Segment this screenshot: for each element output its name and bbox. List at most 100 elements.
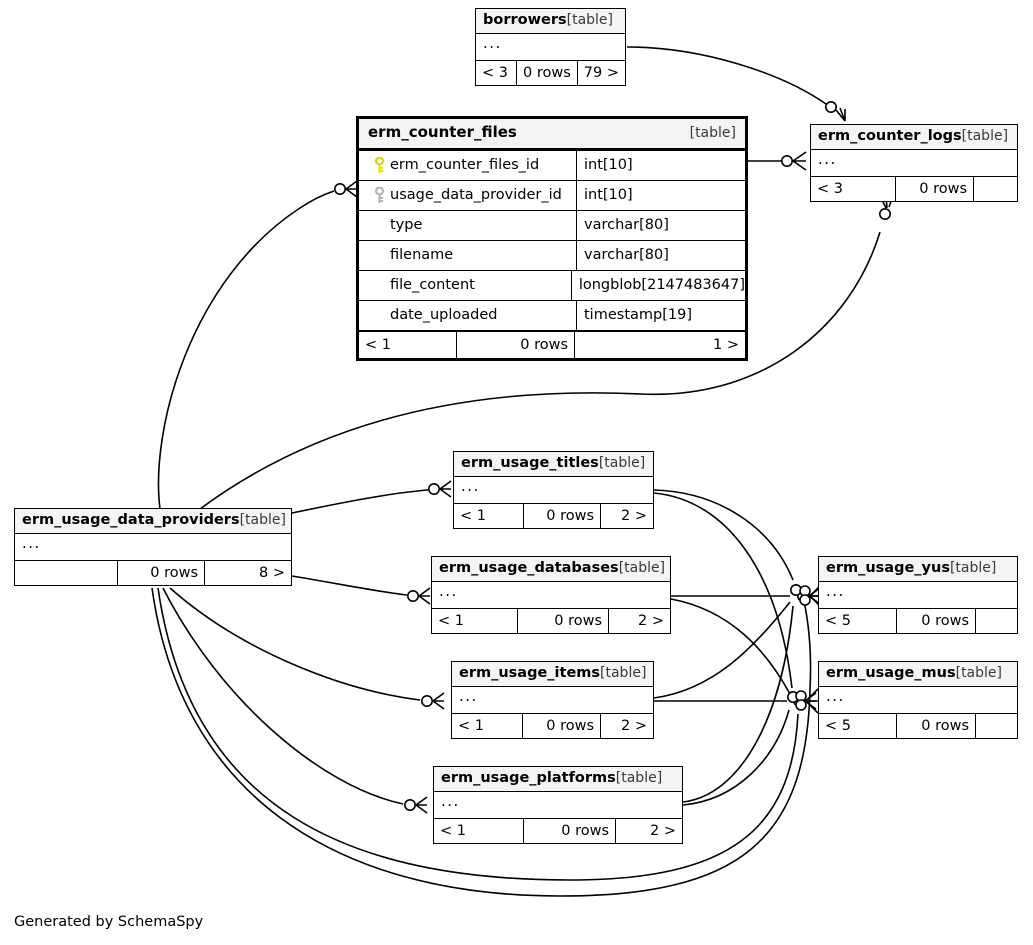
footer-parent-count: < 1 (359, 331, 457, 358)
table-tag: [table] (239, 512, 286, 528)
table-columns-ellipsis: ... (818, 150, 837, 169)
table-title-erm-usage-mus: erm_usage_mus[table] (819, 662, 1017, 688)
table-node-erm-usage-databases[interactable]: erm_usage_databases[table] ... < 1 0 row… (431, 556, 671, 635)
table-title-erm-counter-logs: erm_counter_logs[table] (811, 125, 1017, 151)
edge-providers-to-erm-usage-titles (291, 480, 452, 514)
table-footer-erm-usage-titles: < 1 0 rows 2 > (454, 503, 653, 529)
footer-row-count: 0 rows (897, 609, 976, 634)
footer-parent-count: < 3 (811, 177, 896, 202)
column-name: erm_counter_files_id (390, 157, 540, 174)
table-node-erm-counter-logs[interactable]: erm_counter_logs[table] ... < 3 0 rows (810, 124, 1018, 203)
column-name-cell: type (359, 210, 577, 240)
table-row[interactable]: type varchar[80] (359, 209, 745, 240)
table-tag: [table] (598, 455, 646, 471)
table-name: erm_usage_databases (439, 560, 619, 576)
table-name: erm_usage_data_providers (22, 512, 240, 528)
table-title-borrowers: borrowers[table] (476, 9, 625, 35)
table-row[interactable]: erm_counter_files_id int[10] (359, 149, 745, 180)
table-name: erm_counter_files (368, 123, 517, 141)
table-columns-ellipsis: ... (22, 534, 41, 553)
table-title-erm-usage-titles: erm_usage_titles[table] (454, 452, 653, 478)
footer-row-count: 0 rows (523, 714, 601, 739)
footer-parent-count (15, 561, 118, 586)
table-columns-ellipsis: ... (461, 477, 480, 496)
table-node-erm-usage-items[interactable]: erm_usage_items[table] ... < 1 0 rows 2 … (451, 661, 654, 740)
table-node-erm-usage-titles[interactable]: erm_usage_titles[table] ... < 1 0 rows 2… (453, 451, 654, 530)
column-name: filename (390, 247, 454, 264)
footer-child-count: 2 > (650, 823, 676, 840)
table-node-erm-usage-platforms[interactable]: erm_usage_platforms[table] ... < 1 0 row… (433, 766, 683, 845)
column-type: longblob[2147483647] (578, 277, 745, 294)
edge-terminator-erm-usage-mus (795, 688, 819, 714)
footer-parent-count: < 1 (452, 714, 523, 739)
footer-parent-count: < 1 (432, 609, 518, 634)
table-footer-borrowers: < 3 0 rows 79 > (476, 60, 625, 86)
footer-child-count (974, 177, 1017, 201)
footer-parent-count: < 1 (454, 504, 524, 529)
table-row[interactable]: file_content longblob[2147483647] (359, 269, 745, 300)
table-columns-ellipsis: ... (826, 687, 845, 706)
footer-row-count: 0 rows (457, 331, 575, 358)
table-columns-ellipsis: ... (459, 687, 478, 706)
footer-child-count: 2 > (621, 508, 647, 525)
table-tag: [table] (955, 665, 1002, 681)
table-node-borrowers[interactable]: borrowers[table] ... < 3 0 rows 79 > (475, 8, 626, 87)
table-node-erm-counter-files[interactable]: erm_counter_files [table] erm_counter_fi… (356, 116, 748, 361)
table-tag: [table] (566, 12, 614, 28)
table-name: erm_usage_platforms (441, 770, 616, 786)
footer-row-count: 0 rows (518, 609, 609, 634)
table-footer-erm-usage-databases: < 1 0 rows 2 > (432, 608, 670, 634)
column-name-cell: erm_counter_files_id (359, 150, 577, 180)
table-footer-erm-counter-logs: < 3 0 rows (811, 176, 1017, 202)
column-type: int[10] (584, 187, 633, 204)
table-tag: [table] (618, 560, 666, 576)
edge-erm-usage-titles-to-erm-usage-mus (653, 492, 799, 703)
edge-providers-to-erm-counter-files (157, 180, 358, 510)
table-footer-erm-usage-platforms: < 1 0 rows 2 > (434, 818, 682, 844)
table-footer-erm-usage-items: < 1 0 rows 2 > (452, 713, 653, 739)
table-node-erm-usage-mus[interactable]: erm_usage_mus[table] ... < 5 0 rows (818, 661, 1018, 740)
footer-row-count: 0 rows (897, 714, 976, 739)
footer-parent-count: < 5 (819, 609, 897, 634)
edge-erm-usage-databases-to-erm-usage-mus (670, 598, 791, 695)
footer-row-count: 0 rows (118, 561, 205, 586)
table-title-erm-usage-items: erm_usage_items[table] (452, 662, 653, 688)
table-title-erm-usage-databases: erm_usage_databases[table] (432, 557, 670, 583)
table-row[interactable]: filename varchar[80] (359, 239, 745, 270)
column-name-cell: file_content (359, 270, 572, 300)
table-name: erm_counter_logs (818, 128, 962, 144)
table-title-erm-counter-files: erm_counter_files [table] (359, 119, 745, 150)
edge-providers-to-erm-usage-databases (291, 575, 431, 605)
column-name-cell: filename (359, 240, 577, 270)
table-row[interactable]: usage_data_provider_id int[10] (359, 179, 745, 210)
footer-child-count: 1 > (713, 336, 739, 353)
footer-row-count: 0 rows (524, 819, 616, 844)
table-node-erm-usage-data-providers[interactable]: erm_usage_data_providers[table] ... 0 ro… (14, 508, 292, 587)
table-node-erm-usage-yus[interactable]: erm_usage_yus[table] ... < 5 0 rows (818, 556, 1018, 635)
table-row[interactable]: date_uploaded timestamp[19] (359, 299, 745, 330)
edge-borrowers-to-erm-counter-logs (626, 46, 846, 122)
column-name: date_uploaded (390, 307, 498, 324)
footer-parent-count: < 5 (819, 714, 897, 739)
edge-erm-usage-items-to-erm-usage-yus (653, 601, 791, 699)
footer-row-count: 0 rows (524, 504, 601, 529)
footer-child-count: 79 > (583, 65, 619, 82)
column-name-cell: date_uploaded (359, 300, 577, 330)
table-columns-ellipsis: ... (826, 582, 845, 601)
footer-parent-count: < 3 (476, 61, 518, 86)
table-name: erm_usage_yus (826, 560, 950, 576)
table-columns-ellipsis: ... (483, 34, 502, 53)
table-tag: [table] (961, 128, 1009, 144)
table-footer-erm-usage-yus: < 5 0 rows (819, 608, 1017, 634)
foreign-key-icon (368, 186, 390, 204)
column-type: int[10] (584, 157, 633, 174)
column-name: file_content (390, 277, 475, 294)
table-tag: [table] (689, 125, 736, 141)
edge-erm-usage-platforms-to-erm-usage-yus (682, 605, 794, 803)
table-name: erm_usage_titles (461, 455, 599, 471)
generated-by-note: Generated by SchemaSpy (14, 914, 204, 930)
table-footer-erm-usage-mus: < 5 0 rows (819, 713, 1017, 739)
edge-erm-counter-files-to-erm-counter-logs (748, 151, 807, 171)
table-title-erm-usage-data-providers: erm_usage_data_providers[table] (15, 509, 291, 535)
